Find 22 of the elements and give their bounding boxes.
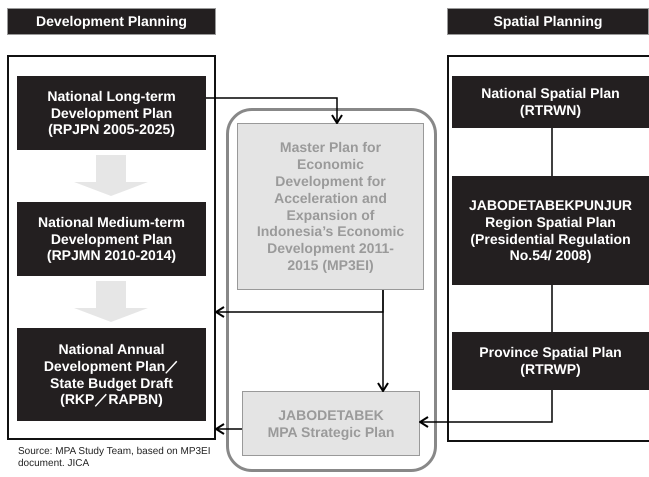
plan-box: JABODETABEKPUNJUR Region Spatial Plan (Presidential Regulation No.54/ 2008)	[452, 176, 649, 285]
plan-box: National Long-term Development Plan (RPJPN 2005-2025)	[17, 76, 206, 150]
plan-box: National Medium-term Development Plan (RPJMN 2010-2014)	[17, 202, 206, 276]
plan-box: National Annual Development Plan／State Budget Draft (RKP／RAPBN)	[17, 328, 206, 421]
arrow	[377, 290, 389, 392]
arrow	[419, 390, 553, 428]
block-arrow	[74, 281, 148, 322]
arrow	[206, 97, 343, 124]
plan-box: Province Spatial Plan (RTRWP)	[452, 332, 649, 390]
group-frame	[7, 55, 216, 440]
section-header: Spatial Planning	[447, 8, 649, 35]
connector-line	[551, 128, 553, 176]
section-header: Development Planning	[7, 8, 216, 35]
block-arrow	[74, 155, 148, 196]
source-note: Source: MPA Study Team, based on MP3EI document. JICA	[18, 446, 212, 470]
connector-line	[551, 285, 553, 332]
plan-box: JABODETABEK MPA Strategic Plan	[242, 391, 420, 456]
arrow	[215, 423, 242, 435]
plan-box: National Spatial Plan (RTRWN)	[452, 76, 649, 128]
group-frame	[447, 55, 649, 442]
group-container	[226, 108, 437, 472]
plan-box: Master Plan for Economic Development for Acceleration and Expansion of Indonesia’s Economic Development 2011-2015 (MP3EI)	[237, 123, 424, 290]
